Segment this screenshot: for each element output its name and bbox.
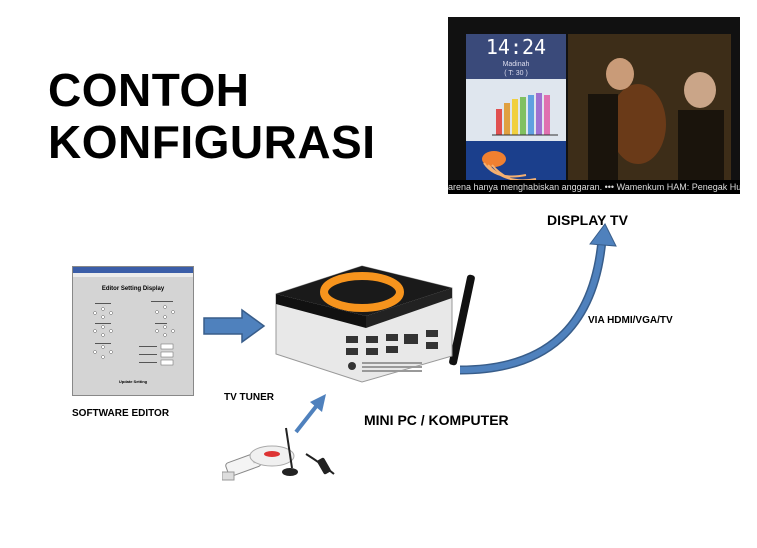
editor-titlebar xyxy=(73,267,193,273)
update-setting-button: Update Setting xyxy=(118,379,148,384)
mini-pc-label: MINI PC / KOMPUTER xyxy=(364,412,509,428)
tv-tuner-label: TV TUNER xyxy=(224,392,274,403)
tv-city: Madinah xyxy=(502,61,530,68)
display-tv-screen: 14:24 Madinah ( T: 30 ) arena hany xyxy=(448,17,740,194)
tv-tuner-graphic xyxy=(222,427,335,481)
display-tv-label: DISPLAY TV xyxy=(547,212,628,228)
editor-menubar xyxy=(73,273,193,277)
clock-panel xyxy=(466,34,566,79)
mini-pc-graphic xyxy=(275,265,475,383)
orchestra-video-graphic xyxy=(568,34,731,180)
news-ticker: arena hanya menghabiskan anggaran. ••• W… xyxy=(448,180,740,194)
editor-title: Editor Setting Display xyxy=(101,286,165,292)
tv-temperature: ( T: 30 ) xyxy=(504,70,528,77)
chart-panel xyxy=(466,79,566,141)
bar-chart-graphic xyxy=(492,93,558,136)
tv-clock: 14:24 xyxy=(485,35,547,59)
software-editor-label: SOFTWARE EDITOR xyxy=(72,408,170,419)
arrow-tuner-to-pc xyxy=(294,394,326,434)
page-title: CONTOH KONFIGURASI xyxy=(48,64,376,168)
curved-arrow-to-tv xyxy=(459,223,617,375)
editor-controls-graphic xyxy=(93,301,175,366)
arrow-editor-to-pc xyxy=(203,308,266,344)
connection-type-label: VIA HDMI/VGA/TV xyxy=(588,315,673,326)
video-panel xyxy=(568,34,731,191)
software-editor-window: Editor Setting Display Update Setting xyxy=(72,266,194,396)
